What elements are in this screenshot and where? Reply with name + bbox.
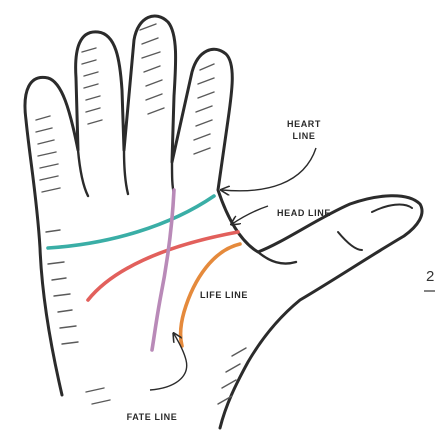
thumb-nail	[372, 205, 412, 212]
hand-illustration	[25, 16, 422, 428]
life-line-label: LIFE LINE	[200, 290, 248, 300]
pointer-arrows	[150, 148, 316, 390]
edge-fragment-text: 2	[426, 268, 434, 285]
heart-line	[48, 196, 214, 248]
thumb-crease-2	[338, 232, 362, 250]
fate-line-label: FATE LINE	[127, 412, 178, 422]
finger-contour-1	[78, 150, 88, 196]
heart-line-label-line1: HEART	[287, 119, 321, 129]
head-line-label: HEAD LINE	[277, 208, 331, 218]
heart-line-label-line2: LINE	[293, 131, 316, 141]
hand-outline	[25, 16, 422, 428]
shading-hatch	[36, 24, 246, 404]
head-line-arrow	[232, 206, 268, 224]
thumb-crease-1	[258, 252, 296, 264]
heart-line-arrow	[222, 148, 316, 191]
fate-line	[152, 190, 174, 350]
finger-contour-2	[124, 150, 128, 194]
